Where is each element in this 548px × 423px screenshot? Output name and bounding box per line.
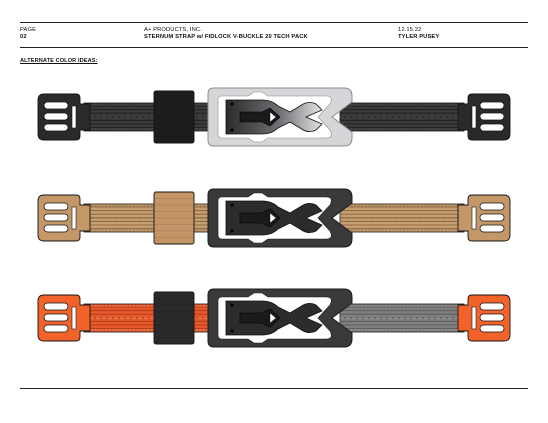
document-title: STERNUM STRAP w/ FIDLOCK V-BUCKLE 20 TEC… xyxy=(144,34,308,40)
strap-illustration-black xyxy=(37,87,511,147)
side-release-clip-left-slot xyxy=(43,202,69,211)
side-release-clip-right-slot xyxy=(479,224,505,233)
side-release-clip-right-slot xyxy=(479,101,505,110)
fidlock-v-buckle-rivet xyxy=(230,303,234,307)
fidlock-v-buckle-rivet xyxy=(230,229,234,233)
side-release-clip-right-slot xyxy=(479,324,505,333)
author-name: TYLER PUSEY xyxy=(398,34,440,40)
side-release-clip-left-slot xyxy=(43,123,69,132)
webbing-keeper-body xyxy=(153,291,195,345)
webbing-keeper-body xyxy=(153,90,195,144)
header-top-rule xyxy=(20,22,528,23)
page-number: 02 xyxy=(20,34,27,40)
header-title-block: A+ PRODUCTS, INC. STERNUM STRAP w/ FIDLO… xyxy=(144,27,308,41)
header-bottom-rule xyxy=(20,47,528,48)
fidlock-v-buckle-rivet xyxy=(230,102,234,106)
side-release-clip-left-slot xyxy=(43,112,69,121)
side-release-clip-left-slot xyxy=(43,224,69,233)
fidlock-v-buckle-arrow xyxy=(269,111,277,123)
fidlock-v-buckle xyxy=(207,87,353,147)
side-release-clip-right-bar-gap xyxy=(471,206,477,230)
fidlock-v-buckle-rivet xyxy=(230,203,234,207)
header-page-block: PAGE 02 xyxy=(20,27,36,41)
side-release-clip-left-slot xyxy=(43,213,69,222)
side-release-clip-left-slot xyxy=(43,302,69,311)
side-release-clip-right-bar-gap xyxy=(471,306,477,330)
side-release-clip-left xyxy=(37,194,91,242)
side-release-clip-right-slot xyxy=(479,213,505,222)
fidlock-v-buckle xyxy=(207,288,353,348)
webbing-right xyxy=(339,303,465,333)
webbing-keeper-body xyxy=(153,191,195,245)
side-release-clip-right-slot xyxy=(479,202,505,211)
fidlock-v-buckle-arrow xyxy=(269,312,277,324)
side-release-clip-left-slot xyxy=(43,101,69,110)
header-date-block: 12.15.22 TYLER PUSEY xyxy=(398,27,439,41)
side-release-clip-right xyxy=(457,93,511,141)
page-label: PAGE xyxy=(20,27,37,33)
side-release-clip-left xyxy=(37,294,91,342)
webbing-keeper xyxy=(153,291,195,345)
fidlock-v-buckle xyxy=(207,188,353,248)
side-release-clip-left-bar-gap xyxy=(71,306,77,330)
side-release-clip-right-slot xyxy=(479,302,505,311)
side-release-clip-left xyxy=(37,93,91,141)
webbing-right xyxy=(339,203,465,233)
webbing-right xyxy=(339,102,465,132)
fidlock-v-buckle-rivet xyxy=(230,128,234,132)
section-title: ALTERNATE COLOR IDEAS: xyxy=(20,58,98,64)
strap-illustration-coyote xyxy=(37,188,511,248)
fidlock-v-buckle-arrow xyxy=(269,212,277,224)
webbing-keeper xyxy=(153,90,195,144)
fidlock-v-buckle-rivet xyxy=(230,329,234,333)
side-release-clip-right-bar-gap xyxy=(471,105,477,129)
strap-illustration-orange-grey xyxy=(37,288,511,348)
company-name: A+ PRODUCTS, INC. xyxy=(144,27,202,33)
side-release-clip-left-slot xyxy=(43,324,69,333)
side-release-clip-left-bar-gap xyxy=(71,206,77,230)
side-release-clip-right xyxy=(457,194,511,242)
side-release-clip-right-slot xyxy=(479,313,505,322)
footer-rule xyxy=(20,388,528,389)
side-release-clip-left-slot xyxy=(43,313,69,322)
side-release-clip-right-slot xyxy=(479,112,505,121)
webbing-keeper xyxy=(153,191,195,245)
side-release-clip-right xyxy=(457,294,511,342)
side-release-clip-right-slot xyxy=(479,123,505,132)
side-release-clip-left-bar-gap xyxy=(71,105,77,129)
document-date: 12.15.22 xyxy=(398,27,422,33)
